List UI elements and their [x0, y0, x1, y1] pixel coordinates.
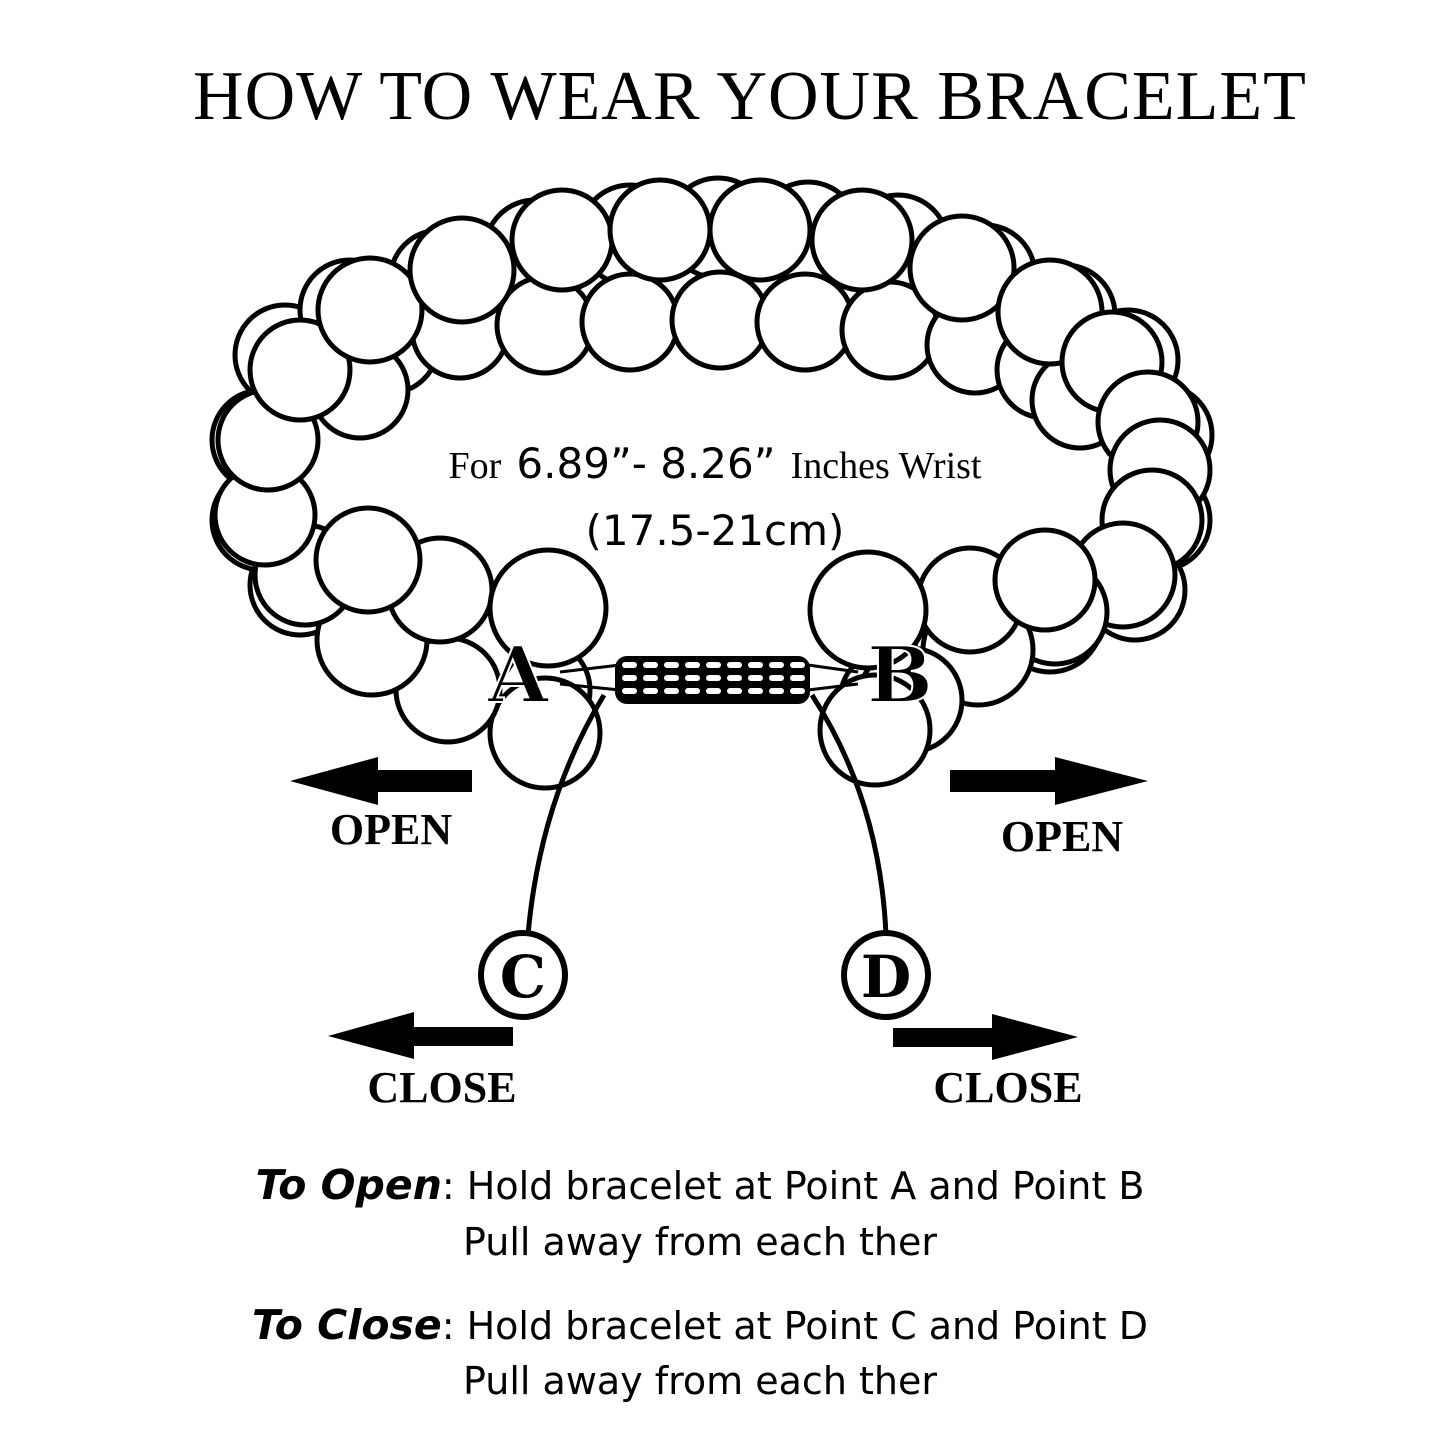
knot-icon[interactable] — [615, 656, 810, 704]
arrow-left-icon — [328, 1012, 513, 1059]
open-instruction-lead: To Open — [255, 1161, 442, 1209]
knot-wrap — [706, 688, 721, 694]
knot-wrap — [790, 675, 805, 681]
knot-wrap — [643, 688, 658, 694]
bead-icon — [754, 271, 856, 373]
knot-wrap — [769, 662, 784, 668]
knot-wrap — [748, 688, 763, 694]
bead-icon — [707, 177, 813, 283]
knot-wrap — [748, 662, 763, 668]
cord-d — [809, 693, 889, 936]
arrow-right-icon — [950, 757, 1148, 805]
bracelet-front-strand — [212, 177, 1213, 791]
bead-icon — [509, 187, 615, 293]
knot-wrap — [748, 675, 763, 681]
knot-wrap — [664, 662, 679, 668]
point-c-circle[interactable] — [478, 930, 568, 1020]
knot-wrap — [643, 662, 658, 668]
bead-icon — [992, 527, 1098, 633]
knot-wrap — [622, 688, 637, 694]
bead-icon — [407, 215, 517, 325]
wrist-range-cm: (17.5-21cm) — [586, 506, 845, 555]
knot-wrap — [727, 688, 742, 694]
arrow-left-icon — [290, 757, 472, 805]
close-right-label: CLOSE — [933, 1063, 1082, 1112]
knot-wrap — [685, 675, 700, 681]
cord-a-bottom — [559, 682, 621, 692]
open-left-label: OPEN — [330, 805, 452, 854]
bead-icon — [669, 269, 771, 371]
knot-wrap — [727, 662, 742, 668]
knot-wrap — [685, 688, 700, 694]
wrist-size-label: For 6.89”- 8.26” Inches Wrist — [449, 439, 982, 488]
bead-icon — [315, 255, 425, 365]
close-instruction-lead: To Close — [252, 1301, 442, 1349]
close-left-label: CLOSE — [367, 1063, 516, 1112]
bead-icon — [809, 187, 915, 293]
wrist-prefix: For — [449, 445, 502, 487]
cord-a-top — [559, 663, 621, 674]
knot-wrap — [664, 675, 679, 681]
knot-wrap — [622, 675, 637, 681]
knot-wrap — [769, 688, 784, 694]
cord-c — [525, 693, 607, 936]
knot-wrap — [727, 675, 742, 681]
point-a-label[interactable]: A — [486, 629, 551, 722]
close-instruction-text: : Hold bracelet at Point C and Point D — [441, 1304, 1148, 1348]
knot-wrap — [622, 662, 637, 668]
close-instruction: To Close: Hold bracelet at Point C and P… — [0, 1305, 1400, 1346]
arrow-right-icon — [893, 1014, 1078, 1060]
open-instruction: To Open: Hold bracelet at Point A and Po… — [0, 1165, 1400, 1206]
point-c-label[interactable]: C — [500, 943, 546, 1011]
point-d-label[interactable]: D — [861, 943, 911, 1011]
knot-wrap — [706, 662, 721, 668]
bead-icon — [607, 177, 713, 283]
point-d-circle[interactable] — [841, 930, 931, 1020]
open-instruction-text: : Hold bracelet at Point A and Point B — [441, 1164, 1145, 1208]
knot-wrap — [769, 675, 784, 681]
open-right-label: OPEN — [1001, 812, 1123, 861]
wrist-range-inches: 6.89”- 8.26” — [516, 439, 775, 488]
wrist-suffix: Inches Wrist — [791, 445, 982, 487]
bead-icon — [313, 505, 423, 615]
knot-wrap — [685, 662, 700, 668]
knot-wrap — [706, 675, 721, 681]
knot-wrap — [790, 662, 805, 668]
cord-b-top — [807, 663, 859, 674]
bead-icon — [487, 547, 609, 669]
bead-icon — [907, 213, 1017, 323]
close-instruction-line2: Pull away from each ther — [463, 1359, 937, 1403]
point-b-label[interactable]: B — [866, 629, 934, 722]
cord-b-bottom — [807, 682, 859, 692]
knot-wrap — [643, 675, 658, 681]
knot-wrap — [664, 688, 679, 694]
bead-icon — [579, 271, 681, 373]
page-title: HOW TO WEAR YOUR BRACELET — [193, 58, 1307, 135]
knot-wrap — [790, 688, 805, 694]
bead-icon — [247, 317, 353, 423]
bead-icon — [807, 549, 929, 671]
open-instruction-line2: Pull away from each ther — [463, 1220, 937, 1264]
